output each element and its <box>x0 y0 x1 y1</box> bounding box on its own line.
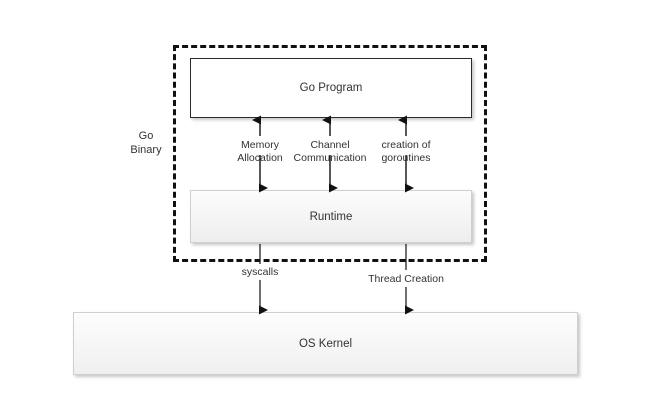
node-go-program-label: Go Program <box>299 82 363 94</box>
edge-label-syscalls: syscalls <box>241 266 279 278</box>
edge-label-memory-allocation: Memory Allocation <box>237 139 283 164</box>
node-os-kernel[interactable]: OS Kernel <box>73 312 578 375</box>
node-os-kernel-label: OS Kernel <box>298 337 353 350</box>
go-binary-boundary <box>173 45 487 262</box>
go-binary-label: Go Binary <box>130 130 162 156</box>
node-go-program[interactable]: Go Program <box>190 58 472 118</box>
edge-label-channel-communication: Channel Communication <box>293 139 367 164</box>
edge-label-creation-of-goroutines: creation of goroutines <box>381 139 431 164</box>
node-runtime[interactable]: Runtime <box>190 190 472 243</box>
node-runtime-label: Runtime <box>309 210 353 223</box>
edge-label-thread-creation: Thread Creation <box>368 273 444 285</box>
